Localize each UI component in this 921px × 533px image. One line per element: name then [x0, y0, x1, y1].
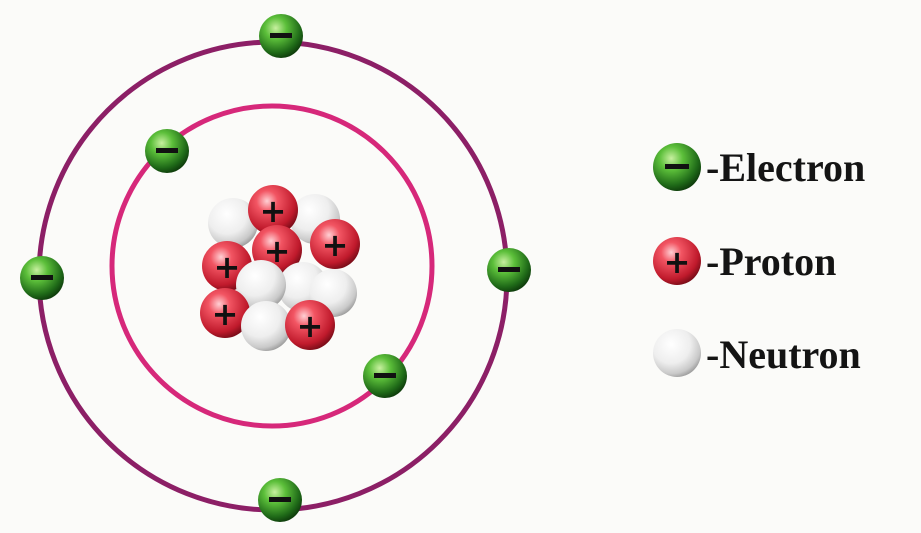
legend-item-electron: -Electron — [653, 143, 865, 191]
electron — [145, 129, 189, 173]
svg-text:+: + — [214, 248, 241, 286]
legend-item-neutron: -Neutron — [653, 329, 861, 377]
electron — [487, 248, 531, 292]
svg-text:+: + — [322, 226, 349, 264]
electron-icon — [653, 143, 701, 191]
proton: + — [285, 300, 335, 350]
neutron-icon — [653, 329, 701, 377]
legend-label-proton: -Proton — [706, 239, 836, 284]
electron — [258, 478, 302, 522]
svg-text:+: + — [212, 295, 239, 333]
svg-text:+: + — [260, 192, 287, 230]
neutron — [241, 301, 291, 351]
proton: + — [200, 288, 250, 338]
electron — [363, 354, 407, 398]
proton-icon: + — [653, 237, 701, 285]
neutron — [236, 260, 286, 310]
nucleus: + + + + + + — [200, 185, 360, 351]
legend-item-proton: + -Proton — [653, 237, 836, 285]
neutron — [208, 198, 258, 248]
legend: -Electron + -Proton -Neutron — [653, 143, 865, 377]
legend-label-electron: -Electron — [706, 145, 865, 190]
electron — [20, 256, 64, 300]
proton: + — [248, 185, 298, 235]
proton: + — [310, 219, 360, 269]
svg-text:+: + — [297, 307, 324, 345]
svg-text:+: + — [664, 243, 691, 281]
legend-label-neutron: -Neutron — [706, 332, 861, 377]
electron — [259, 14, 303, 58]
inner-orbit — [109, 103, 435, 429]
